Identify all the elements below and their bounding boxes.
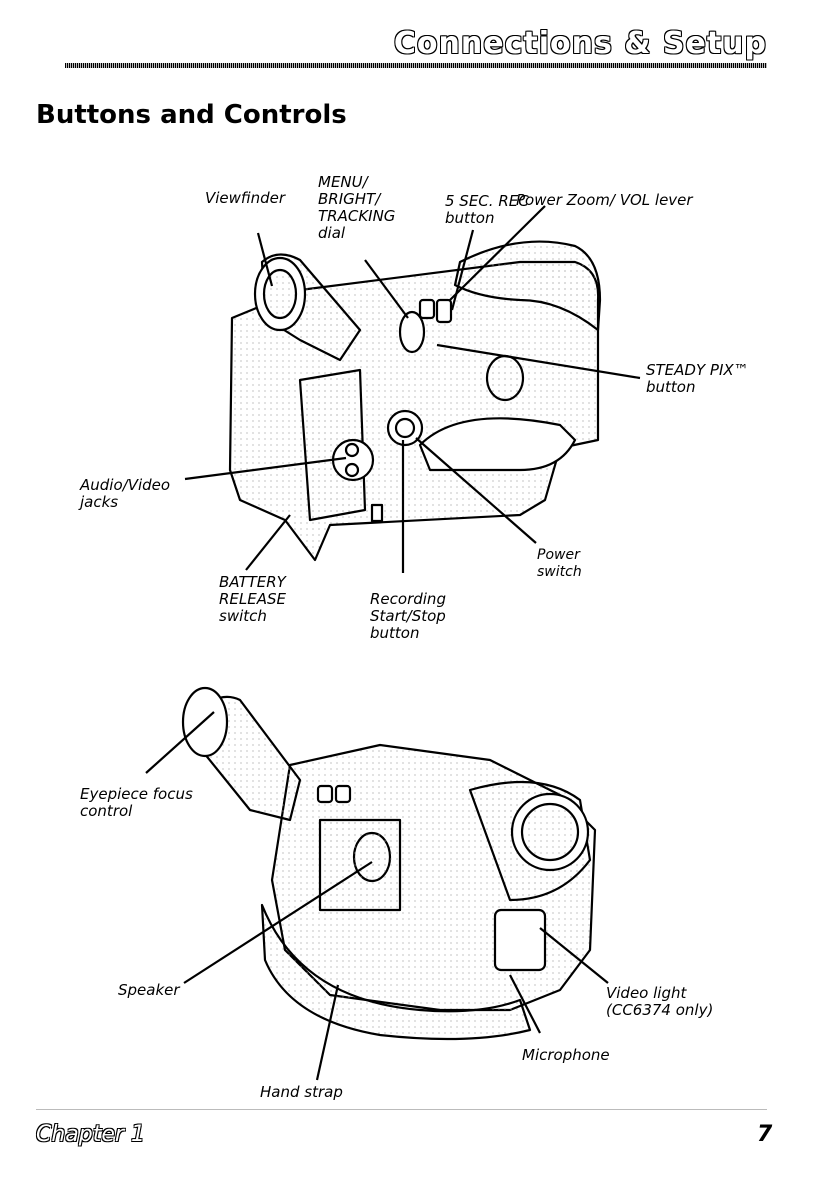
section-title: Buttons and Controls: [36, 100, 347, 130]
bottom-camcorder-drawing: [181, 686, 597, 1041]
top-camcorder-drawing: [228, 240, 602, 562]
label-steady-pix: STEADY PIX™ button: [646, 361, 749, 396]
label-video-light: Video light (CC6374 only): [606, 984, 714, 1019]
label-eyepiece: Eyepiece focus control: [80, 785, 193, 820]
label-av-jacks: Audio/Video jacks: [80, 476, 171, 511]
label-microphone: Microphone: [522, 1046, 610, 1064]
footer-chapter: Chapter 1: [36, 1122, 145, 1147]
footer-rule: [36, 1109, 767, 1110]
label-viewfinder: Viewfinder: [205, 189, 286, 207]
label-power-switch: Power switch: [537, 547, 582, 580]
label-speaker: Speaker: [118, 981, 180, 999]
label-menu-dial: MENU/ BRIGHT/ TRACKING dial: [318, 173, 396, 242]
page-number: 7: [757, 1122, 773, 1147]
label-recording: Recording Start/Stop button: [370, 590, 446, 642]
label-battery-release: BATTERY RELEASE switch: [219, 573, 286, 625]
header-rule: [65, 63, 767, 68]
label-5sec-rec: 5 SEC. REC button: [445, 192, 529, 227]
label-hand-strap: Hand strap: [260, 1083, 343, 1101]
label-power-zoom: Power Zoom/ VOL lever: [516, 191, 693, 209]
header-title: Connections & Setup: [393, 26, 767, 61]
